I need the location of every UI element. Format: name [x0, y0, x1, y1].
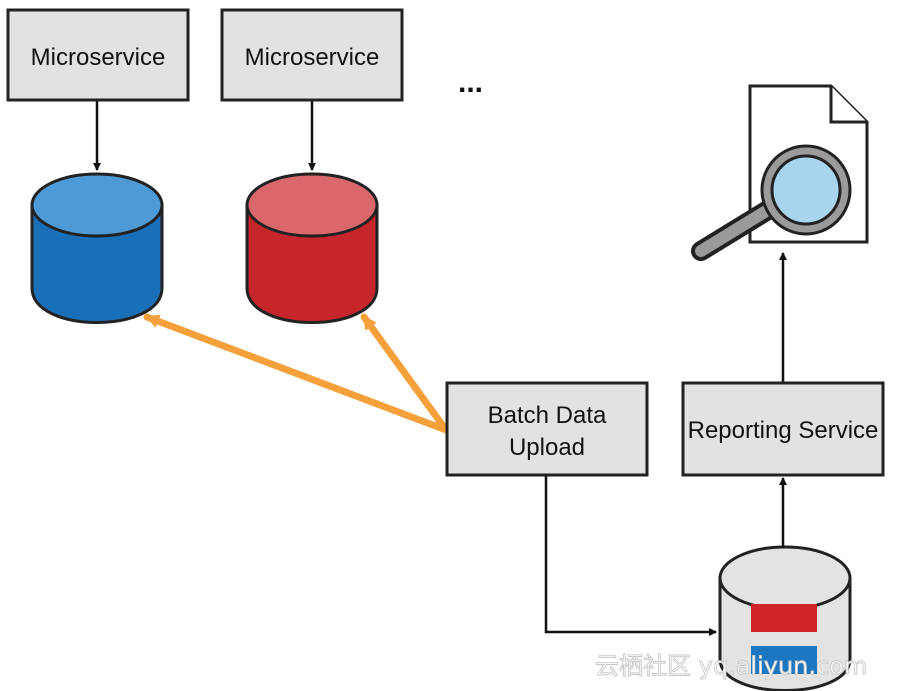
microservice-label-1: Microservice	[31, 44, 166, 71]
batch-to-red-database-arrow	[360, 313, 450, 434]
batch-to-blue-database-arrow	[143, 313, 450, 434]
batch-upload-label-line-1: Batch Data	[488, 402, 607, 429]
microservice-label-2: Microservice	[245, 44, 380, 71]
blue-data-bar	[751, 646, 817, 674]
red-data-bar	[751, 604, 817, 632]
batch-upload-to-reporting-database-arrow	[544, 476, 717, 636]
blue-database-icon	[30, 172, 164, 324]
microservice-box-2: Microservice	[220, 8, 404, 102]
reporting-service-box: Reporting Service	[681, 381, 885, 477]
red-database-icon	[245, 172, 379, 324]
document-magnifier-icon	[691, 84, 869, 261]
watermark-text: 云栖社区 yq.aliyun.com	[595, 652, 867, 680]
reporting-service-label: Reporting Service	[688, 417, 879, 444]
batch-data-upload-box: Batch Data Upload	[445, 381, 649, 477]
microservice-box-1: Microservice	[6, 8, 190, 102]
reporting-database-icon	[718, 545, 852, 691]
ellipsis-more-services: ...	[458, 66, 483, 99]
batch-upload-label-line-2: Upload	[509, 434, 585, 461]
